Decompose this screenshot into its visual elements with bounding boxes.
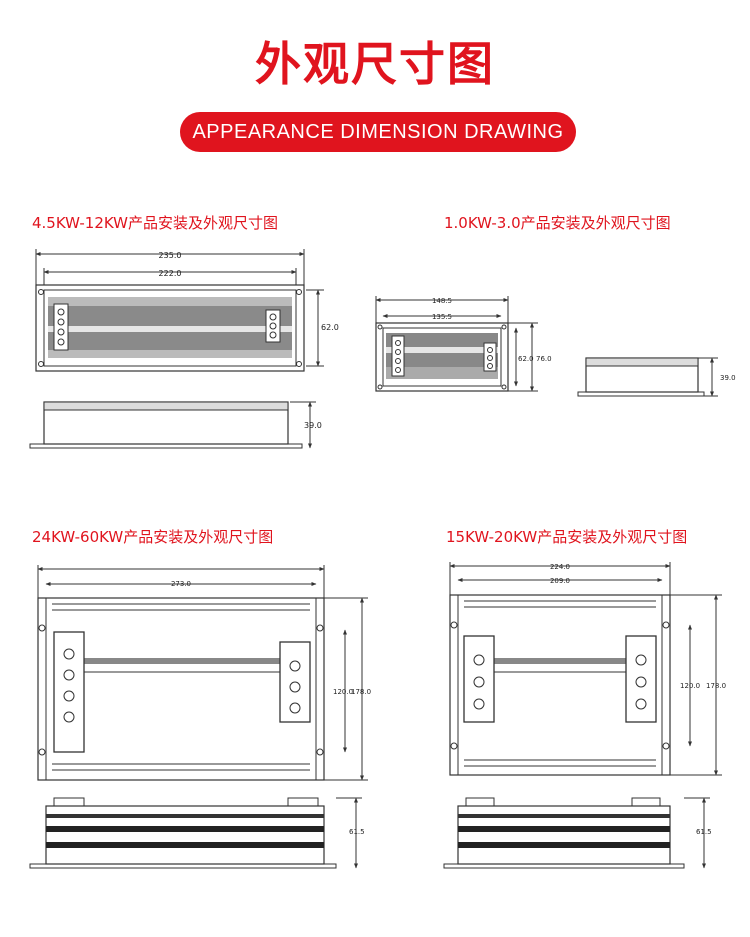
dim-height-outer: 178.0 — [706, 682, 726, 690]
dim-outer-width: 235.0 — [159, 251, 182, 260]
dim-height-inner: 62.0 — [518, 355, 534, 363]
dim-depth: 39.0 — [304, 421, 322, 430]
drawing-4.5kw-12kw — [29, 249, 324, 449]
dim-depth: 39.0 — [720, 374, 736, 382]
dim-inner-width: 209.0 — [550, 577, 570, 585]
dim-height-outer: 76.0 — [536, 355, 552, 363]
section-label-24kw-60kw: 24KW-60KW产品安装及外观尺寸图 — [32, 528, 274, 546]
section-label-15kw-20kw: 15KW-20KW产品安装及外观尺寸图 — [446, 528, 688, 546]
section-label-1kw-3kw: 1.0KW-3.0产品安装及外观尺寸图 — [444, 214, 671, 232]
dim-inner-width: 222.0 — [159, 269, 182, 278]
dim-outer-width: 224.0 — [550, 563, 570, 571]
dim-inner-width: 273.0 — [171, 580, 191, 588]
dim-height: 62.0 — [321, 323, 339, 332]
dim-height-outer: 178.0 — [351, 688, 371, 696]
dim-depth: 61.5 — [349, 828, 365, 836]
section-label-4.5kw-12kw: 4.5KW-12KW产品安装及外观尺寸图 — [32, 214, 279, 232]
subtitle-banner: APPEARANCE DIMENSION DRAWING — [180, 112, 576, 152]
dim-height-inner: 120.0 — [333, 688, 353, 696]
drawing-1kw-3kw — [375, 296, 718, 397]
dim-depth: 61.5 — [696, 828, 712, 836]
page-title: 外观尺寸图 — [255, 37, 495, 91]
dim-height-inner: 120.0 — [680, 682, 700, 690]
drawing-24kw-60kw — [29, 565, 368, 869]
dim-outer-width: 148.5 — [432, 297, 452, 305]
drawing-15kw-20kw — [443, 562, 722, 869]
dim-inner-width: 135.5 — [432, 313, 452, 321]
